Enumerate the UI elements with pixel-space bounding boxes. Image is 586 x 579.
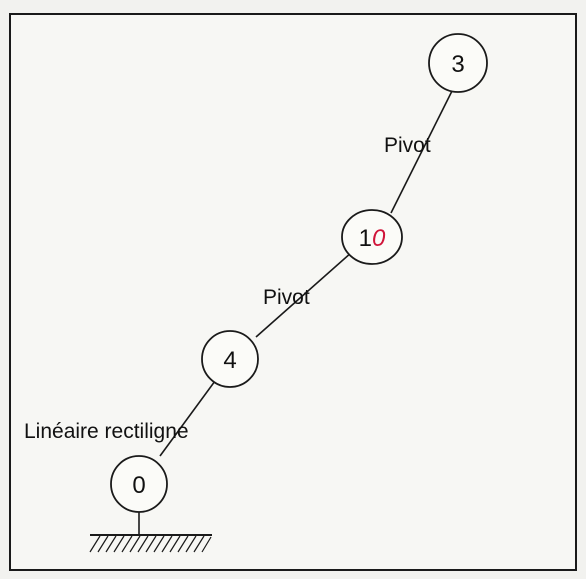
ground-symbol (89, 534, 212, 553)
joint-label-linear: Linéaire rectiligne (24, 420, 189, 443)
diagram-frame (9, 13, 577, 571)
joint-label-pivot-middle: Pivot (263, 286, 310, 309)
node-3-label: 3 (451, 51, 464, 78)
node-4-label: 4 (223, 347, 236, 374)
node-4: 4 (201, 330, 259, 388)
node-0: 0 (110, 455, 168, 513)
node-10-label: 10 (359, 225, 386, 252)
node-10: 10 (341, 209, 403, 265)
handwritten-zero: 0 (372, 225, 386, 252)
link-10-4 (255, 251, 353, 338)
node-0-label: 0 (132, 472, 145, 499)
link-3-10 (390, 86, 455, 214)
joint-label-pivot-upper: Pivot (384, 134, 431, 157)
link-4-0 (159, 380, 216, 457)
node-3: 3 (428, 33, 488, 93)
